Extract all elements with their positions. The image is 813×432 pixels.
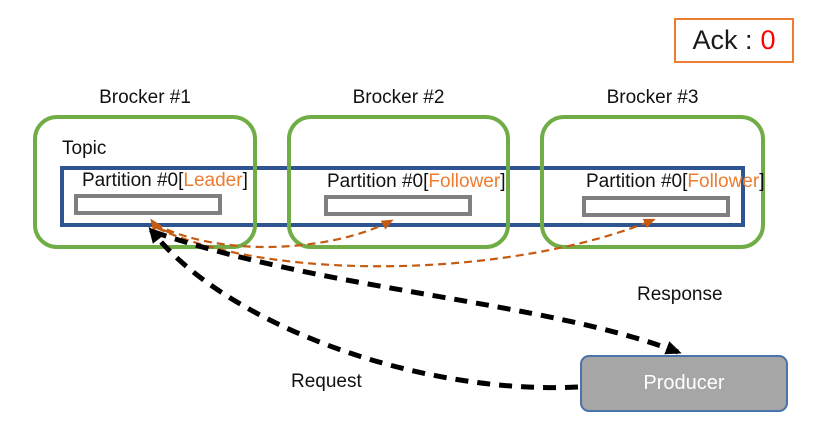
partition-2-role: Follower — [428, 171, 501, 192]
partition-2-label: Partition #0[Follower] — [327, 171, 506, 193]
broker-1-title: Brocker #1 — [99, 87, 191, 108]
request-arrow — [148, 226, 579, 391]
partition-3-suffix: ] — [759, 171, 765, 192]
producer-box: Producer — [580, 355, 788, 412]
partition-3-log-slot — [582, 196, 730, 217]
broker-1-box — [33, 115, 257, 249]
broker-2-title: Brocker #2 — [352, 87, 445, 108]
partition-2-prefix: Partition #0[ — [327, 171, 429, 192]
partition-3-role: Follower — [687, 171, 760, 192]
partition-1-log-slot — [74, 194, 222, 215]
partition-1-suffix: ] — [242, 170, 248, 191]
topic-label: Topic — [62, 138, 107, 159]
partition-1-prefix: Partition #0[ — [82, 170, 184, 191]
ack-indicator: Ack : 0 — [674, 18, 794, 63]
ack-label: Ack : — [692, 25, 753, 55]
partition-1-role: Leader — [183, 170, 243, 191]
partition-2-log-slot — [324, 195, 472, 216]
partition-3-label: Partition #0[Follower] — [586, 171, 765, 193]
broker-3-title: Brocker #3 — [606, 87, 699, 108]
response-arrow — [153, 229, 682, 355]
partition-3-prefix: Partition #0[ — [586, 171, 688, 192]
response-label: Response — [637, 284, 723, 305]
producer-label: Producer — [643, 372, 725, 394]
request-label: Request — [291, 371, 362, 392]
ack-value: 0 — [760, 25, 776, 55]
partition-2-suffix: ] — [500, 171, 506, 192]
partition-1-label: Partition #0[Leader] — [82, 170, 248, 192]
